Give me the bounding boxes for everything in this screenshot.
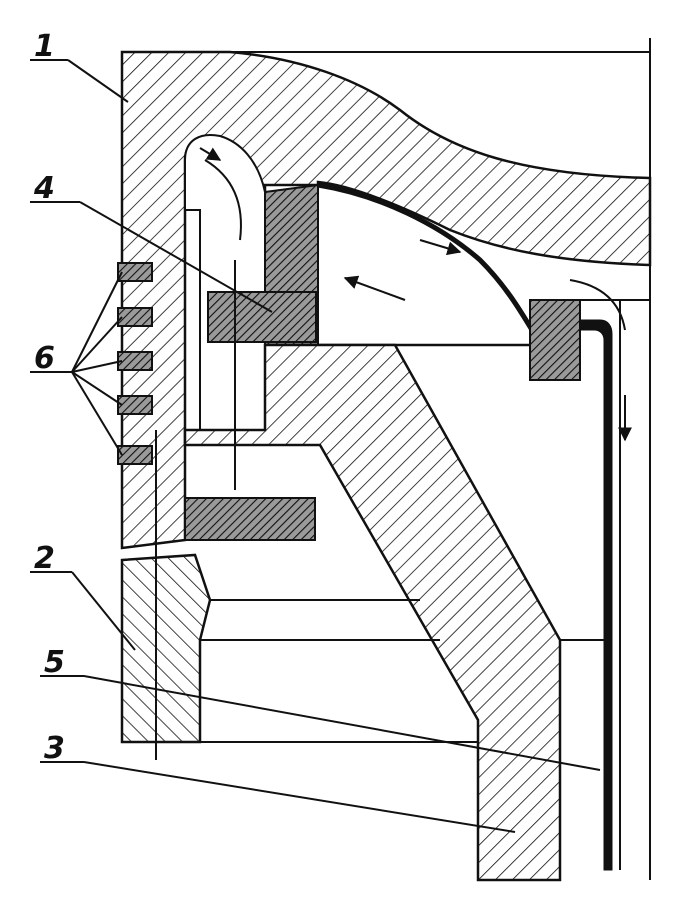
callout-1: 1 xyxy=(34,29,55,64)
oil-guide-plate xyxy=(317,182,535,332)
callout-5: 5 xyxy=(44,645,65,680)
callout-6: 6 xyxy=(34,341,55,376)
cooling-gallery xyxy=(184,134,266,431)
connecting-rod xyxy=(183,343,562,882)
piston-skirt xyxy=(120,553,212,744)
oil-flow-arrows xyxy=(199,147,632,442)
pin-boss-block xyxy=(184,497,316,541)
clamp-block xyxy=(529,299,581,381)
callout-2: 2 xyxy=(34,541,55,576)
callout-4: 4 xyxy=(33,171,55,206)
inner-lines xyxy=(122,260,604,760)
clamp-flange xyxy=(579,319,613,871)
insert-block-4 xyxy=(207,291,317,343)
leader-lines xyxy=(30,59,601,833)
callout-3: 3 xyxy=(44,731,65,766)
